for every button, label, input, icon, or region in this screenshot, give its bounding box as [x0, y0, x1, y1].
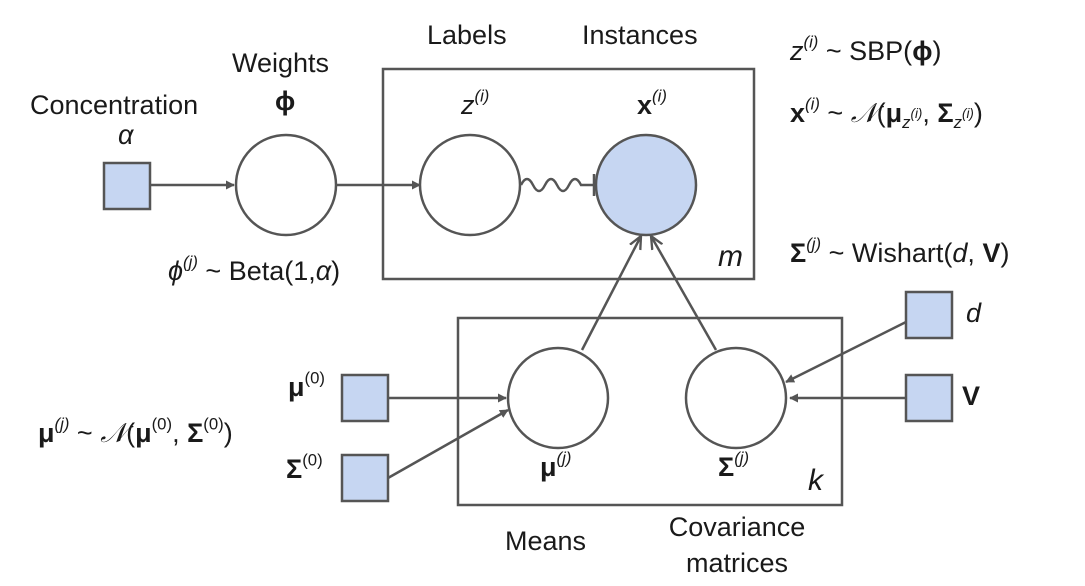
plate-k: [456, 316, 844, 507]
sigma-node-label: Σ(j): [718, 448, 750, 482]
mu-node: [506, 346, 610, 450]
edge-z-x-squiggle: [519, 177, 594, 193]
concentration-label: Concentration: [30, 90, 199, 120]
plate-m-label: m: [718, 240, 743, 273]
v-label: V: [962, 381, 981, 411]
sigma0-node: [340, 453, 390, 503]
edge-sigma0-mu: [387, 408, 509, 480]
d-node: [904, 290, 954, 340]
covariance-label-line1: Covariance: [668, 512, 806, 542]
labels-label: Labels: [427, 20, 507, 50]
plate-k-label: k: [808, 464, 823, 497]
v-node: [904, 373, 954, 423]
edge-sigma-x: [651, 236, 718, 351]
equation-phi: ϕ(j) ~ Beta(1,α): [168, 252, 341, 286]
equation-z: z(i) ~ SBP(ϕ): [790, 32, 942, 66]
mu0-node: [340, 373, 390, 423]
x-node: [594, 133, 698, 237]
phi-symbol: ϕ: [275, 86, 296, 116]
instances-label: Instances: [582, 20, 698, 50]
weights-label: Weights: [232, 48, 330, 78]
mu0-label: μ(0): [288, 368, 325, 402]
sigma0-label: Σ(0): [286, 450, 323, 484]
equation-x: x(i) ~ 𝒩(μz(i), Σz(i)): [790, 94, 983, 132]
z-node-label: z(i): [461, 86, 490, 120]
d-label: d: [966, 298, 982, 328]
equation-mu: μ(j) ~ 𝒩(μ(0), Σ(0)): [38, 414, 233, 449]
phi-node: [234, 133, 338, 237]
edge-mu-x: [580, 236, 641, 351]
x-node-label: x(i): [637, 86, 667, 120]
alpha-symbol: α: [118, 120, 134, 150]
means-label: Means: [505, 526, 587, 556]
sigma-node: [684, 346, 788, 450]
covariance-label-line2: matrices: [685, 548, 788, 578]
alpha-node: [102, 161, 152, 211]
plate-m: [381, 67, 756, 281]
mu-node-label: μ(j): [540, 448, 572, 482]
z-node: [418, 133, 522, 237]
equation-sigma: Σ(j) ~ Wishart(d, V): [790, 234, 1010, 268]
edge-d-sigma: [785, 320, 907, 384]
